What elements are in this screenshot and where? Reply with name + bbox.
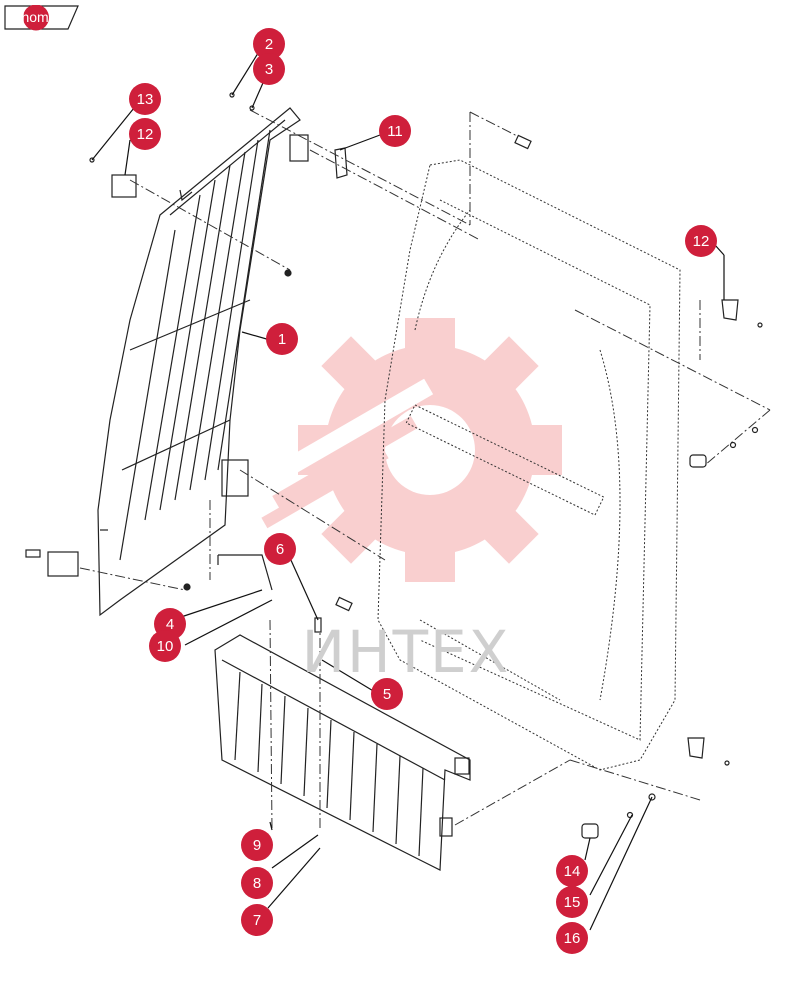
left-grille-part bbox=[97, 107, 309, 617]
callout-13[interactable]: 13 bbox=[129, 83, 161, 115]
watermark-gear-icon bbox=[261, 318, 562, 582]
clip-right bbox=[721, 299, 739, 321]
callout-6[interactable]: 6 bbox=[264, 533, 296, 565]
fasteners bbox=[25, 92, 763, 839]
clip-part-11 bbox=[334, 147, 348, 179]
callout-15[interactable]: 15 bbox=[556, 886, 588, 918]
callout-9[interactable]: 9 bbox=[241, 829, 273, 861]
callout-3[interactable]: 3 bbox=[253, 53, 285, 85]
home-tab[interactable]: home bbox=[4, 5, 79, 31]
assembly-lines bbox=[79, 109, 771, 831]
callout-8[interactable]: 8 bbox=[241, 867, 273, 899]
callout-14[interactable]: 14 bbox=[556, 855, 588, 887]
callout-7[interactable]: 7 bbox=[241, 904, 273, 936]
hinge-left-bottom bbox=[47, 551, 79, 577]
callout-1[interactable]: 1 bbox=[266, 323, 298, 355]
callout-12-right[interactable]: 12 bbox=[685, 225, 717, 257]
callout-16[interactable]: 16 bbox=[556, 922, 588, 954]
callout-5[interactable]: 5 bbox=[371, 678, 403, 710]
bracket-part bbox=[217, 554, 273, 591]
cab-frame-outline bbox=[377, 159, 681, 771]
callout-11[interactable]: 11 bbox=[379, 115, 411, 147]
home-tab-shape-icon bbox=[4, 5, 79, 31]
callout-12-left[interactable]: 12 bbox=[129, 118, 161, 150]
clip-right-bottom bbox=[687, 737, 705, 759]
callout-10[interactable]: 10 bbox=[149, 630, 181, 662]
hinge-left-top bbox=[111, 174, 137, 198]
lower-grille-part bbox=[214, 634, 471, 871]
